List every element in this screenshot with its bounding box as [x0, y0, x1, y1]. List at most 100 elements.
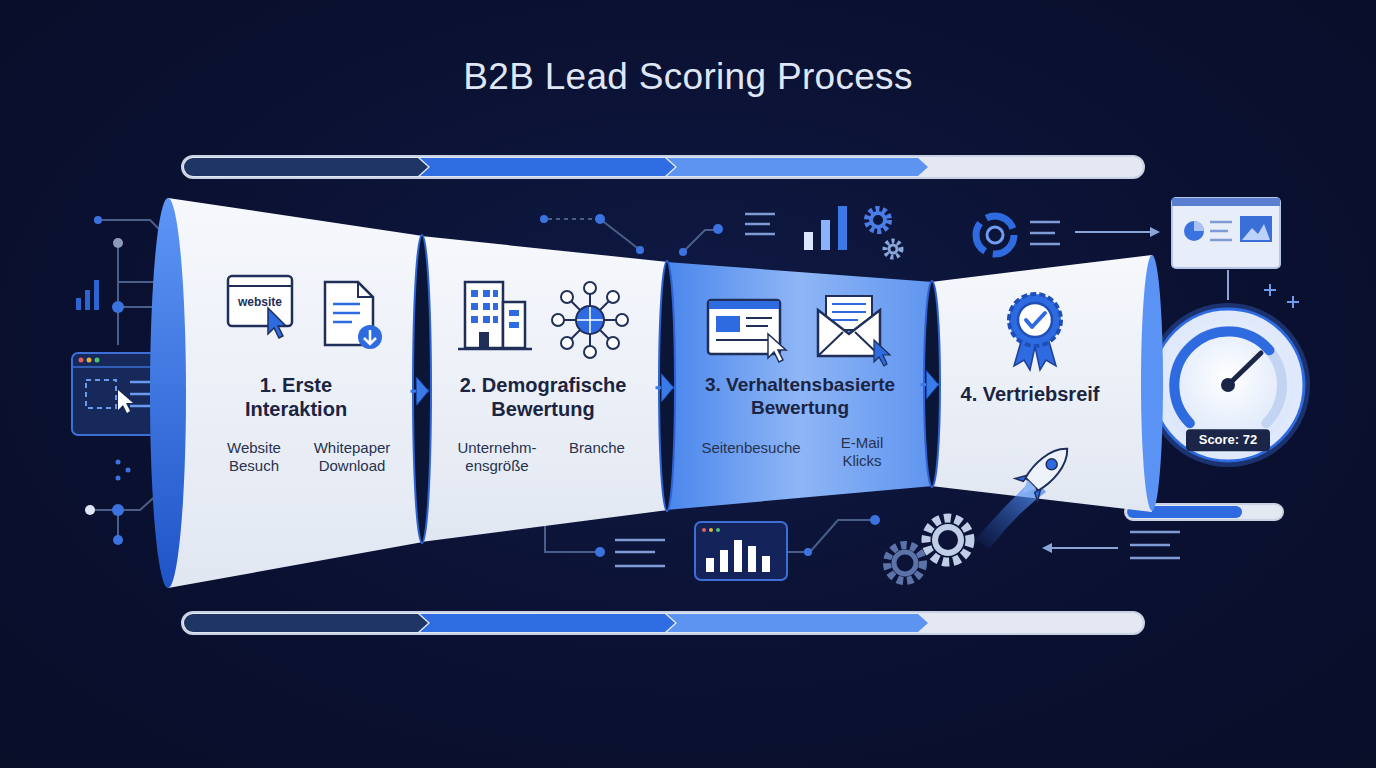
dashboard-card-part: [1184, 221, 1204, 241]
funnel-segment-fill: [666, 262, 933, 510]
circuit-dots-part: [636, 246, 644, 254]
network-icon: [552, 282, 628, 358]
browser-icon-part: [709, 301, 779, 309]
gear-icon-part: [871, 213, 885, 227]
building-icon: [458, 282, 532, 349]
stage-heading: 4. Vertriebsreif: [935, 382, 1125, 406]
building-icon-part: [465, 282, 503, 348]
building-icon-part-part: [483, 290, 490, 297]
badge-icon: [1009, 294, 1061, 370]
website-icon-part: [268, 308, 286, 338]
chart-card-part: [748, 546, 756, 572]
funnel-stage: 4. Vertriebsreif: [930, 253, 1154, 514]
funnel-rim-part: [150, 198, 186, 588]
gauge-rim: [1152, 309, 1304, 461]
mini-bar-chart-part: [85, 290, 90, 310]
stage-criterion: E-Mail Klicks: [833, 434, 891, 470]
badge-icon-part: [1014, 338, 1036, 370]
score-label: Score: 72: [1186, 429, 1270, 451]
progress-bar: [182, 156, 1144, 178]
funnel-rim-part: [1141, 255, 1163, 511]
circuit-lines-part: [117, 510, 119, 540]
progress-bar: [182, 612, 1144, 634]
building-icon-part-part: [493, 316, 498, 323]
gear-icon-part: [867, 209, 889, 231]
circuit-lines-part: [600, 219, 640, 250]
chart-card-part: [716, 528, 720, 532]
funnel-rim-part: [659, 261, 675, 511]
badge-icon-part: [1009, 294, 1061, 346]
building-icon-part-part: [493, 303, 498, 310]
flow-connector: [411, 377, 429, 405]
rocket-icon-part-part: [1018, 480, 1036, 498]
circuit-dots-part: [173, 487, 183, 497]
funnel-segment-fill: [931, 255, 1152, 512]
circuit-dots-part: [870, 515, 880, 525]
badge-icon-part: [1034, 338, 1056, 370]
gear-icon-part: [894, 552, 916, 574]
chevron-head: [661, 374, 673, 402]
chart-card-part: [695, 522, 787, 580]
stage-heading: 1. Erste Interaktion: [234, 373, 359, 421]
circuit-dots-part: [113, 238, 123, 248]
network-icon-part-part: [584, 346, 596, 358]
flow-arrow-part: [1150, 227, 1160, 237]
dashboard-card-part: [1194, 221, 1204, 231]
text-lines-part: [615, 540, 665, 566]
website-icon-part: [228, 285, 292, 287]
bar-chart-icon-part: [821, 220, 830, 250]
connector-line: [921, 383, 939, 386]
bar-chart-icon-part: [804, 232, 813, 250]
dashboard-card-part: [1240, 216, 1272, 242]
funnel-stage: 2. Demografische BewertungUnternehm- ens…: [420, 234, 670, 544]
browser-icon-part: [768, 334, 786, 362]
circuit-dots-part: [113, 535, 123, 545]
mini-bar-chart-part: [76, 298, 81, 310]
gauge-track: [1174, 331, 1282, 423]
network-icon-part-part: [584, 282, 596, 294]
stage-criterion: Whitepaper Download: [305, 439, 399, 475]
funnel-segment-fill: [421, 236, 668, 542]
chart-card: [695, 522, 787, 580]
network-icon-part-part: [561, 337, 573, 349]
funnel-rim-part: [924, 281, 940, 487]
building-icon-part-part: [471, 316, 478, 323]
network-icon-part: [552, 282, 628, 358]
network-icon-part-part: [616, 314, 628, 326]
building-icon-part: [503, 302, 525, 348]
chart-card-part: [706, 558, 714, 572]
funnel-segment-shape: [420, 234, 670, 544]
circuit-lines-part: [118, 306, 172, 308]
circuit-dots-part: [595, 214, 605, 224]
network-icon-part: [577, 307, 603, 333]
gear-icon: [867, 209, 970, 581]
funnel-rim-part: [413, 235, 431, 543]
gear-icon-part: [926, 518, 970, 562]
circuit-dots-part: [94, 216, 102, 224]
rocket-icon-part: [975, 478, 1046, 548]
text-lines-part: [1130, 532, 1180, 558]
circuit-dots-part: [173, 291, 183, 301]
stage-criterion: Seitenbesuche: [691, 439, 811, 457]
email-icon-part: [832, 304, 866, 320]
browser-icon: [708, 300, 786, 362]
bar-chart-icon: [804, 206, 847, 250]
email-icon: [818, 296, 890, 366]
circuit-lines-part: [118, 282, 176, 296]
chart-card-part: [720, 550, 728, 572]
website-icon: [228, 276, 292, 338]
network-icon-part-part: [607, 337, 619, 349]
chevron-head: [926, 371, 938, 399]
email-icon-part: [818, 332, 880, 356]
chevron-head: [416, 377, 428, 405]
stage-criterion: Website Besuch: [218, 439, 290, 475]
document-icon-part: [364, 330, 376, 344]
circuit-dots-part: [112, 504, 124, 516]
badge-icon-part: [1018, 303, 1052, 337]
network-icon-part: [576, 306, 604, 334]
gauge-shape: [1148, 305, 1308, 465]
